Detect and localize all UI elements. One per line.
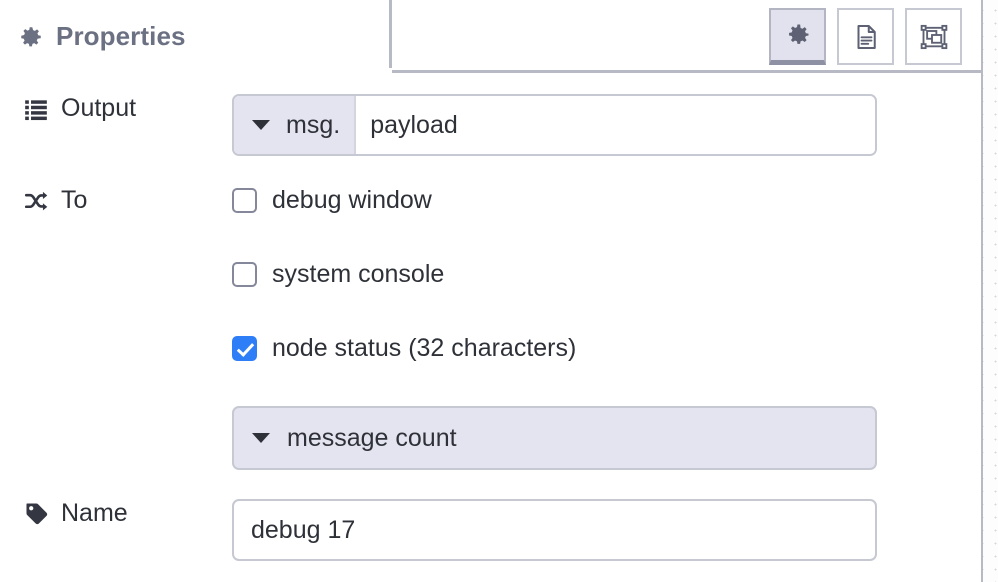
to-row: To debug window [0, 186, 981, 215]
editor-canvas-strip [983, 0, 998, 582]
list-icon [22, 95, 50, 123]
output-typed-input[interactable]: msg. payload [232, 94, 877, 156]
tab-button-group [769, 8, 962, 65]
name-input[interactable]: debug 17 [232, 499, 877, 561]
to-row-system-console: system console [0, 260, 981, 289]
name-row: Name debug 17 [0, 499, 981, 561]
output-label-text: Output [61, 94, 137, 122]
name-label-text: Name [61, 499, 128, 527]
shuffle-icon [22, 187, 50, 215]
name-label: Name [0, 499, 232, 528]
gear-icon [784, 21, 812, 49]
checkbox-debug-window-box[interactable] [232, 188, 257, 213]
output-label: Output [0, 94, 232, 123]
system-console-field: system console [232, 260, 981, 289]
output-type-label: msg. [286, 110, 341, 139]
output-property-input[interactable]: payload [356, 96, 875, 154]
to-field: debug window [232, 186, 981, 215]
checkbox-system-console-label: system console [272, 260, 445, 288]
status-type-row: message count [0, 406, 981, 470]
checkbox-node-status[interactable]: node status (32 characters) [232, 334, 576, 363]
tab-bar: Properties [0, 0, 981, 73]
output-row: Output msg. payload [0, 94, 981, 156]
to-row-node-status: node status (32 characters) [0, 334, 981, 363]
description-tab-button[interactable] [837, 8, 894, 65]
document-icon [851, 22, 881, 52]
chevron-down-icon [252, 433, 270, 443]
checkbox-node-status-label: node status (32 characters) [272, 334, 577, 362]
tag-icon [22, 500, 50, 528]
tab-properties-label: Properties [56, 21, 186, 51]
to-label: To [0, 186, 232, 215]
name-field: debug 17 [232, 499, 981, 561]
output-type-select[interactable]: msg. [234, 96, 357, 154]
gear-icon [18, 24, 44, 50]
chevron-down-icon [252, 120, 270, 130]
output-field: msg. payload [232, 94, 981, 156]
checkbox-system-console[interactable]: system console [232, 260, 444, 289]
status-type-field: message count [232, 406, 981, 470]
checkbox-debug-window[interactable]: debug window [232, 186, 432, 215]
node-status-field: node status (32 characters) [232, 334, 981, 363]
tab-properties[interactable]: Properties [0, 0, 392, 73]
checkbox-debug-window-label: debug window [272, 186, 432, 214]
status-type-select[interactable]: message count [232, 406, 877, 470]
appearance-tab-button[interactable] [905, 8, 962, 65]
tab-bar-underline [0, 70, 981, 73]
active-tab-underline-mask [0, 68, 392, 73]
checkbox-node-status-box[interactable] [232, 336, 257, 361]
status-type-select-value: message count [287, 423, 457, 452]
properties-tab-button[interactable] [769, 8, 826, 65]
object-group-icon [919, 22, 949, 52]
to-label-text: To [61, 186, 88, 214]
checkbox-system-console-box[interactable] [232, 262, 257, 287]
